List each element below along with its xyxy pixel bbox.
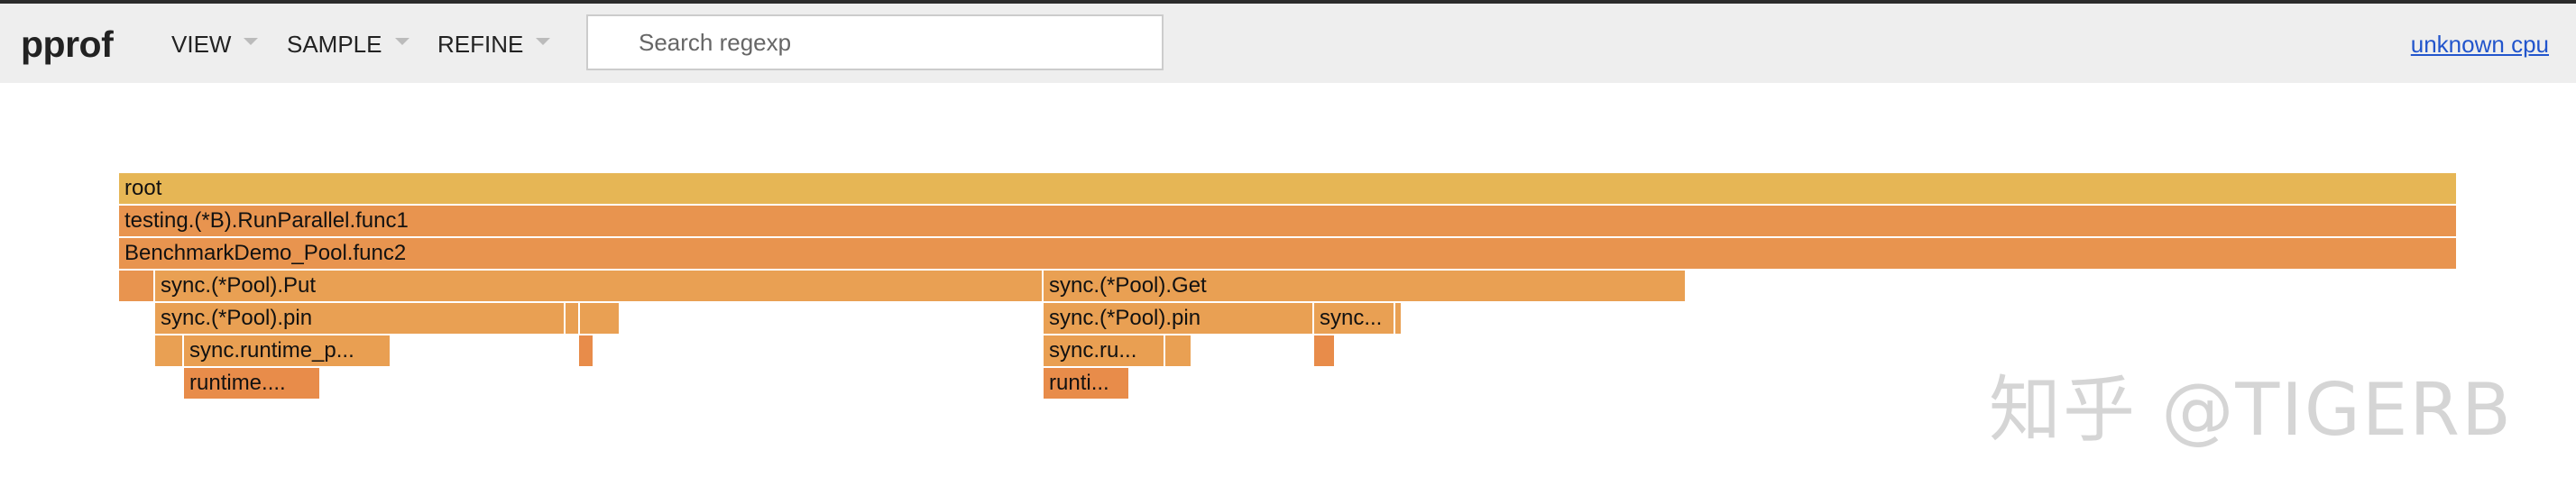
flame-frame[interactable] [155,335,184,366]
sample-menu-label: SAMPLE [287,31,382,58]
sample-menu[interactable]: SAMPLE [287,31,409,59]
frame-label: sync.(*Pool).pin [1049,306,1201,330]
flame-frame[interactable]: sync.(*Pool).pin [1044,303,1314,334]
frame-label: sync... [1320,306,1383,330]
flame-frame[interactable]: sync.ru... [1044,335,1165,366]
frame-label: root [124,176,162,200]
chevron-down-icon [244,38,259,46]
app-logo: pprof [21,23,114,65]
frame-label: sync.(*Pool).Get [1049,273,1207,298]
flame-frame-root[interactable]: root [119,173,2458,204]
frame-label: sync.runtime_p... [189,338,354,363]
frame-label: runti... [1049,371,1109,395]
chevron-down-icon [536,38,551,46]
flame-frame[interactable]: runti... [1044,368,1130,399]
flame-graph: root testing.(*B).RunParallel.func1 Benc… [0,83,2576,496]
view-menu-label: VIEW [171,31,232,58]
flame-frame[interactable]: sync.(*Pool).Put [155,271,1044,301]
flame-frame[interactable]: sync.(*Pool).Get [1044,271,1687,301]
frame-label: sync.ru... [1049,338,1137,363]
unknown-cpu-link[interactable]: unknown cpu [2410,31,2549,58]
frame-label: testing.(*B).RunParallel.func1 [124,208,409,233]
flame-frame[interactable]: sync.(*Pool).pin [155,303,566,334]
flame-frame[interactable]: BenchmarkDemo_Pool.func2 [119,238,2458,269]
frame-label: sync.(*Pool).pin [161,306,313,330]
flame-frame[interactable]: runtime.... [184,368,321,399]
flame-frame[interactable] [1314,335,1336,366]
frame-label: runtime.... [189,371,286,395]
flame-frame[interactable]: testing.(*B).RunParallel.func1 [119,206,2458,236]
flame-frame[interactable] [1395,303,1403,334]
toolbar: pprof VIEW SAMPLE REFINE unknown cpu [0,4,2576,83]
flame-frame[interactable] [566,303,580,334]
frame-label: sync.(*Pool).Put [161,273,317,298]
frame-label: BenchmarkDemo_Pool.func2 [124,241,407,265]
search-input[interactable] [586,14,1164,70]
refine-menu-label: REFINE [437,31,524,58]
flame-frame[interactable]: sync... [1314,303,1395,334]
flame-frame[interactable] [579,335,594,366]
view-menu[interactable]: VIEW [171,31,259,59]
flame-frame[interactable] [119,271,155,301]
watermark: 知乎 @TIGERB [1989,368,2513,452]
top-border [0,0,2576,4]
refine-menu[interactable]: REFINE [437,31,551,59]
flame-frame[interactable] [1165,335,1192,366]
chevron-down-icon [394,38,409,46]
flame-frame[interactable] [580,303,621,334]
flame-frame[interactable]: sync.runtime_p... [184,335,391,366]
